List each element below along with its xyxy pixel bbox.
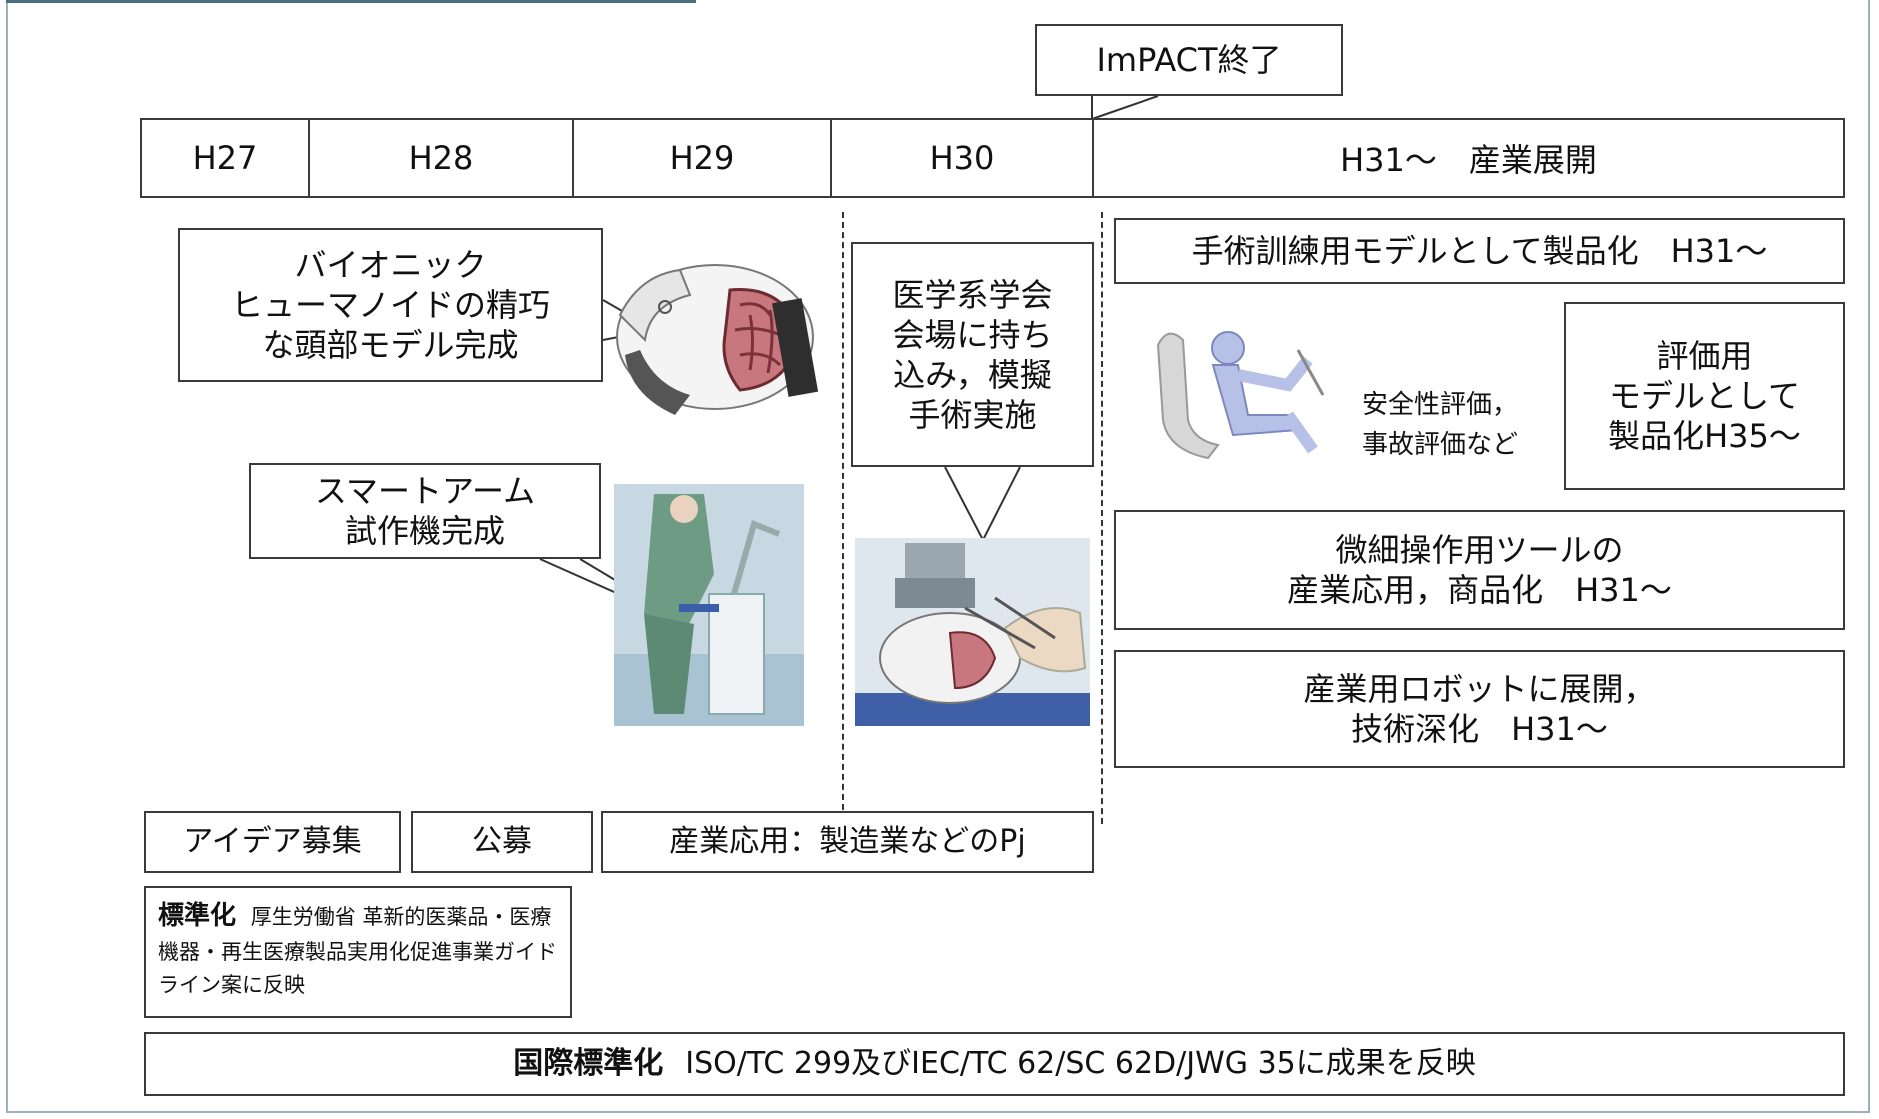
year-h29: H29	[574, 118, 832, 198]
international-standardization-box: 国際標準化 ISO/TC 299及びIEC/TC 62/SC 62D/JWG 3…	[144, 1032, 1845, 1096]
training-model-product-box: 手術訓練用モデルとして製品化 H31～	[1114, 218, 1845, 284]
international-standardization-text: ISO/TC 299及びIEC/TC 62/SC 62D/JWG 35に成果を反…	[685, 1046, 1476, 1082]
timeline-bar	[140, 118, 1845, 198]
year-h30: H30	[832, 118, 1094, 198]
industrial-robot-expansion-box: 産業用ロボットに展開， 技術深化 H31～	[1114, 650, 1845, 768]
dashed-divider-h31-start	[1101, 212, 1103, 824]
seated-dummy-image	[1156, 331, 1325, 460]
standardization-label: 標準化	[158, 901, 237, 931]
header-tab-line	[6, 0, 696, 3]
bionic-humanoid-callout: バイオニック ヒューマノイドの精巧 な頭部モデル完成	[178, 228, 603, 382]
dashed-divider-h30-start	[842, 212, 844, 810]
mock-surgery-image	[855, 538, 1090, 726]
year-h27: H27	[142, 118, 310, 198]
industry-application-pj-box: 産業応用：製造業などのPj	[601, 811, 1094, 873]
smart-arm-surgery-image	[614, 484, 804, 726]
smart-arm-callout: スマートアーム 試作機完成	[249, 463, 601, 559]
international-standardization-label: 国際標準化	[513, 1046, 664, 1082]
academic-conference-callout: 医学系学会 会場に持ち 込み，模擬 手術実施	[851, 242, 1094, 467]
evaluation-model-product-box: 評価用 モデルとして 製品化H35～	[1564, 302, 1845, 490]
year-h31-industry: H31～ 産業展開	[1340, 141, 1597, 179]
impact-end-label: ImPACT終了	[1096, 41, 1282, 79]
safety-evaluation-caption: 安全性評価， 事故評価など	[1361, 390, 1518, 461]
standardization-text: 厚生労働省 革新的医薬品・医療機器・再生医療製品実用化促進事業ガイドライン案に反…	[158, 905, 557, 997]
year-h28: H28	[310, 118, 574, 198]
micro-tools-application-box: 微細操作用ツールの 産業応用，商品化 H31～	[1114, 510, 1845, 630]
public-call-box: 公募	[411, 811, 593, 873]
standardization-box: 標準化 厚生労働省 革新的医薬品・医療機器・再生医療製品実用化促進事業ガイドライ…	[144, 886, 572, 1018]
idea-solicitation-box: アイデア募集	[144, 811, 401, 873]
impact-end-callout: ImPACT終了	[1035, 24, 1343, 96]
slide-frame	[6, 0, 1870, 1113]
head-model-image	[616, 264, 819, 415]
